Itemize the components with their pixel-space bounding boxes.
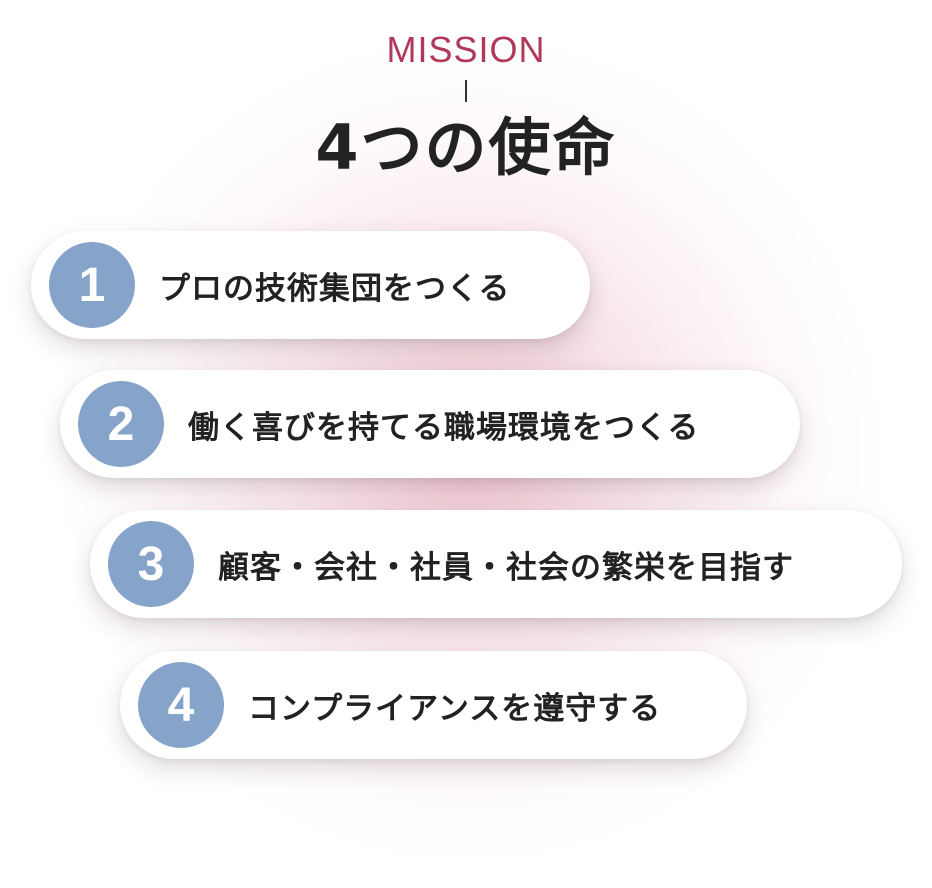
mission-item-2: 2 働く喜びを持てる職場環境をつくる [60,370,800,478]
mission-text: プロの技術集団をつくる [159,270,511,307]
mission-text: 顧客・会社・社員・社会の繁栄を目指す [218,549,794,586]
mission-text: コンプライアンスを遵守する [248,690,662,727]
mission-number-badge: 2 [78,381,164,467]
page-title: 4つの使命 [315,111,617,184]
mission-item-3: 3 顧客・会社・社員・社会の繁栄を目指す [90,510,902,618]
mission-number-badge: 1 [49,242,135,328]
mission-item-4: 4 コンプライアンスを遵守する [120,651,747,759]
mission-text: 働く喜びを持てる職場環境をつくる [188,409,700,446]
mission-number-badge: 3 [108,521,194,607]
section-eyebrow: MISSION [386,29,546,70]
mission-number-badge: 4 [138,662,224,748]
eyebrow-divider [465,80,467,102]
mission-item-1: 1 プロの技術集団をつくる [31,231,590,339]
